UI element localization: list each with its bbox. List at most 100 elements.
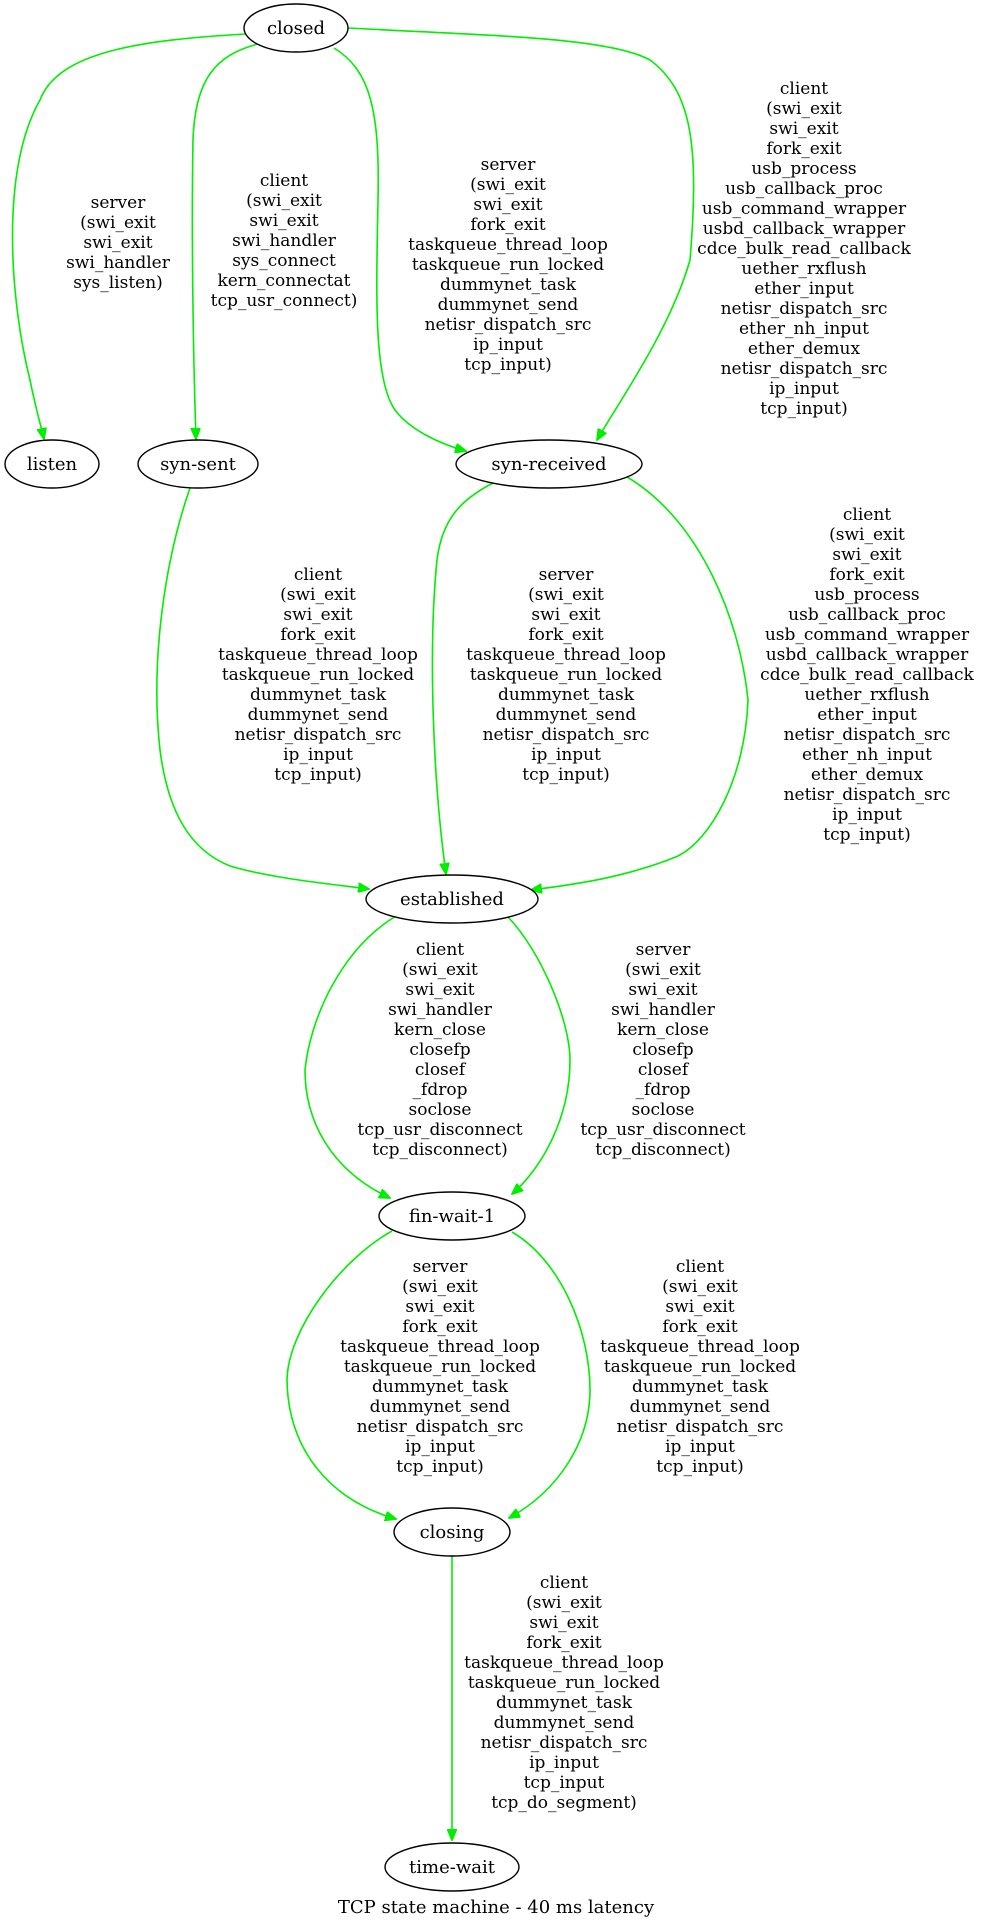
edge-label-line: server (91, 193, 147, 213)
edge-label-line: usb_process (751, 159, 856, 179)
edge-label-line: tcp_input) (522, 765, 609, 785)
edge-label-line: swi_exit (531, 605, 600, 625)
edge-label-line: client (540, 1573, 588, 1593)
edge-label-line: closefp (409, 1040, 470, 1060)
edge-label-line: ether_nh_input (802, 745, 932, 765)
edge-label-line: tcp_input) (274, 765, 361, 785)
edge-label-line: swi_handler (66, 253, 171, 273)
edge-label-line: taskqueue_thread_loop (218, 645, 418, 665)
edge-label-line: taskqueue_thread_loop (340, 1337, 540, 1357)
edge-label-line: tcp_input) (464, 355, 551, 375)
edge-label-line: fork_exit (402, 1317, 478, 1337)
edge-label-line: taskqueue_run_locked (604, 1357, 796, 1377)
edge-label-line: swi_exit (283, 605, 352, 625)
edge-label-line: fork_exit (662, 1317, 738, 1337)
edge-label-line: closef (638, 1060, 690, 1080)
edge-fin-wait-1-to-closing (286, 1230, 396, 1519)
node-shape-listen (4, 439, 100, 489)
edge-label-line: swi_handler (232, 231, 337, 251)
edge-label-line: swi_exit (665, 1297, 734, 1317)
edge-label-line: tcp_input) (656, 1457, 743, 1477)
edge-label-line: netisr_dispatch_src (784, 785, 951, 805)
edge-label-line: tcp_input) (823, 825, 910, 845)
edge-label-line: (swi_exit (402, 1277, 478, 1297)
edge-label-line: _fdrop (636, 1080, 691, 1100)
node-shape-established (365, 874, 539, 924)
edge-label-line: dummynet_send (370, 1397, 511, 1417)
edge-label-line: netisr_dispatch_src (357, 1417, 524, 1437)
edge-label-line: (swi_exit (662, 1277, 738, 1297)
edge-label-line: taskqueue_run_locked (468, 1673, 660, 1693)
edge-label-line: fork_exit (528, 625, 604, 645)
edge-label-line: (swi_exit (280, 585, 356, 605)
edge-label-line: swi_exit (529, 1613, 598, 1633)
edge-label-line: (swi_exit (766, 99, 842, 119)
edge-label-line: usbd_callback_wrapper (703, 219, 906, 239)
edge-label-line: dummynet_task (632, 1377, 769, 1397)
edge-label-line: dummynet_task (498, 685, 635, 705)
edge-label-line: swi_exit (832, 545, 901, 565)
edge-label-line: taskqueue_thread_loop (466, 645, 666, 665)
edge-label-line: swi_exit (628, 980, 697, 1000)
edge-label-line: netisr_dispatch_src (481, 1733, 648, 1753)
edge-label-line: swi_handler (388, 1000, 493, 1020)
edge-label-line: client (676, 1257, 724, 1277)
edge-label-line: (swi_exit (829, 525, 905, 545)
edge-label-line: netisr_dispatch_src (483, 725, 650, 745)
edge-label-line: dummynet_send (248, 705, 389, 725)
edge-label-line: dummynet_send (496, 705, 637, 725)
edge-label-line: swi_exit (769, 119, 838, 139)
node-time-wait: time-wait (384, 1842, 520, 1892)
edge-label-line: taskqueue_run_locked (412, 255, 604, 275)
edge-label-line: ip_input (769, 379, 839, 399)
edge-label-line: usb_callback_proc (725, 179, 883, 199)
node-label-closed: closed (267, 18, 325, 39)
edge-label-line: fork_exit (280, 625, 356, 645)
edge-label-line: dummynet_task (372, 1377, 509, 1397)
edge-label-line: dummynet_send (494, 1713, 635, 1733)
node-shape-closed (243, 3, 349, 53)
node-shape-time-wait (384, 1842, 520, 1892)
edge-label-line: dummynet_task (440, 275, 577, 295)
node-label-syn-received: syn-received (491, 454, 606, 475)
node-syn-sent: syn-sent (137, 439, 259, 489)
edge-label-line: tcp_usr_connect) (211, 291, 358, 311)
edge-label-line: dummynet_send (438, 295, 579, 315)
node-label-established: established (400, 889, 504, 910)
edge-fin-wait-1-to-closing (509, 1231, 591, 1518)
edge-label-line: sys_listen) (73, 273, 163, 293)
edge-label-line: tcp_input (524, 1773, 605, 1793)
node-shape-syn-received (455, 439, 643, 489)
edge-label-line: cdce_bulk_read_callback (760, 665, 974, 685)
edge-label-line: tcp_disconnect) (372, 1140, 507, 1160)
node-established: established (365, 874, 539, 924)
edge-label-line: fork_exit (526, 1633, 602, 1653)
edge-label-line: swi_exit (83, 233, 152, 253)
node-label-time-wait: time-wait (409, 1857, 496, 1878)
edge-label-line: soclose (632, 1100, 695, 1120)
edge-label-line: (swi_exit (80, 213, 156, 233)
edge-label-line: netisr_dispatch_src (721, 359, 888, 379)
edge-label-line: tcp_input) (760, 399, 847, 419)
edges (11, 27, 749, 1840)
edge-label-line: (swi_exit (625, 960, 701, 980)
edge-label-line: dummynet_send (630, 1397, 771, 1417)
edge-syn-received-to-established (431, 482, 494, 874)
node-syn-received: syn-received (455, 439, 643, 489)
edge-label-line: server (636, 940, 692, 960)
edge-label-line: taskqueue_run_locked (470, 665, 662, 685)
edge-label-line: swi_handler (611, 1000, 716, 1020)
edge-label-line: _fdrop (413, 1080, 468, 1100)
edge-label-line: (swi_exit (246, 191, 322, 211)
edge-label-line: ip_input (531, 745, 601, 765)
node-shape-fin-wait-1 (378, 1191, 526, 1241)
edge-label-line: kern_close (617, 1020, 709, 1040)
edge-label-line: closef (415, 1060, 467, 1080)
